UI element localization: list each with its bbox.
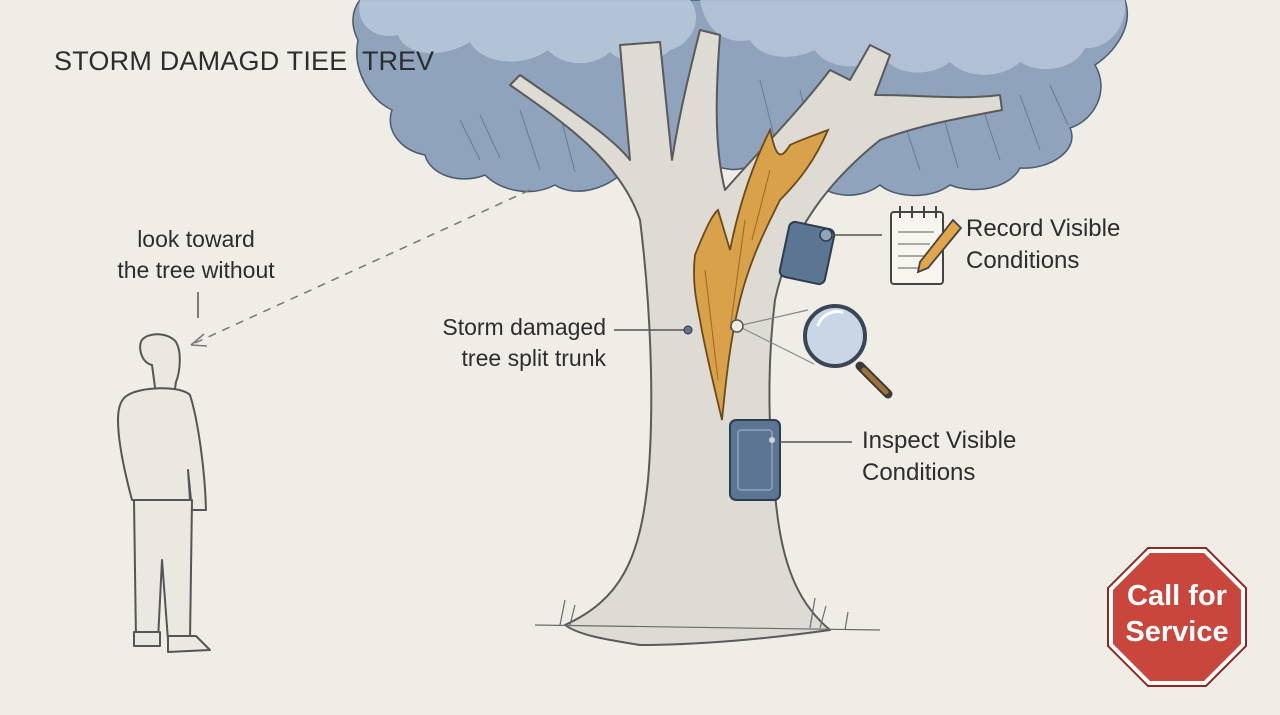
record-conditions-label: Record Visible Conditions bbox=[966, 215, 1121, 274]
damage-marker bbox=[683, 325, 693, 335]
inspect-conditions-label: Inspect Visible Conditions bbox=[862, 427, 1017, 486]
person-icon bbox=[117, 333, 211, 653]
sensor-box-icon bbox=[778, 220, 836, 286]
diagram-title-suffix: TREV bbox=[362, 46, 435, 76]
viewer-note-label: look toward the tree without bbox=[117, 226, 275, 283]
split-trunk-wood bbox=[693, 127, 830, 421]
magnifying-glass-icon bbox=[730, 304, 893, 399]
inspection-box-icon bbox=[729, 419, 781, 501]
call-for-service-button[interactable]: Call for Service bbox=[1106, 546, 1248, 688]
call-for-service-label: Call for Service bbox=[1125, 580, 1229, 648]
tree-trunk bbox=[509, 29, 1003, 646]
tree-canopy bbox=[352, 0, 1128, 197]
damage-label: Storm damaged tree split trunk bbox=[442, 314, 606, 371]
diagram-title: STORM DAMAGD TIEE bbox=[54, 46, 348, 76]
sight-arrow bbox=[190, 333, 208, 347]
stop-sign-icon bbox=[1107, 547, 1247, 687]
sight-line bbox=[194, 189, 531, 344]
notepad-pencil-icon bbox=[890, 206, 963, 285]
ground-grass bbox=[534, 597, 881, 631]
